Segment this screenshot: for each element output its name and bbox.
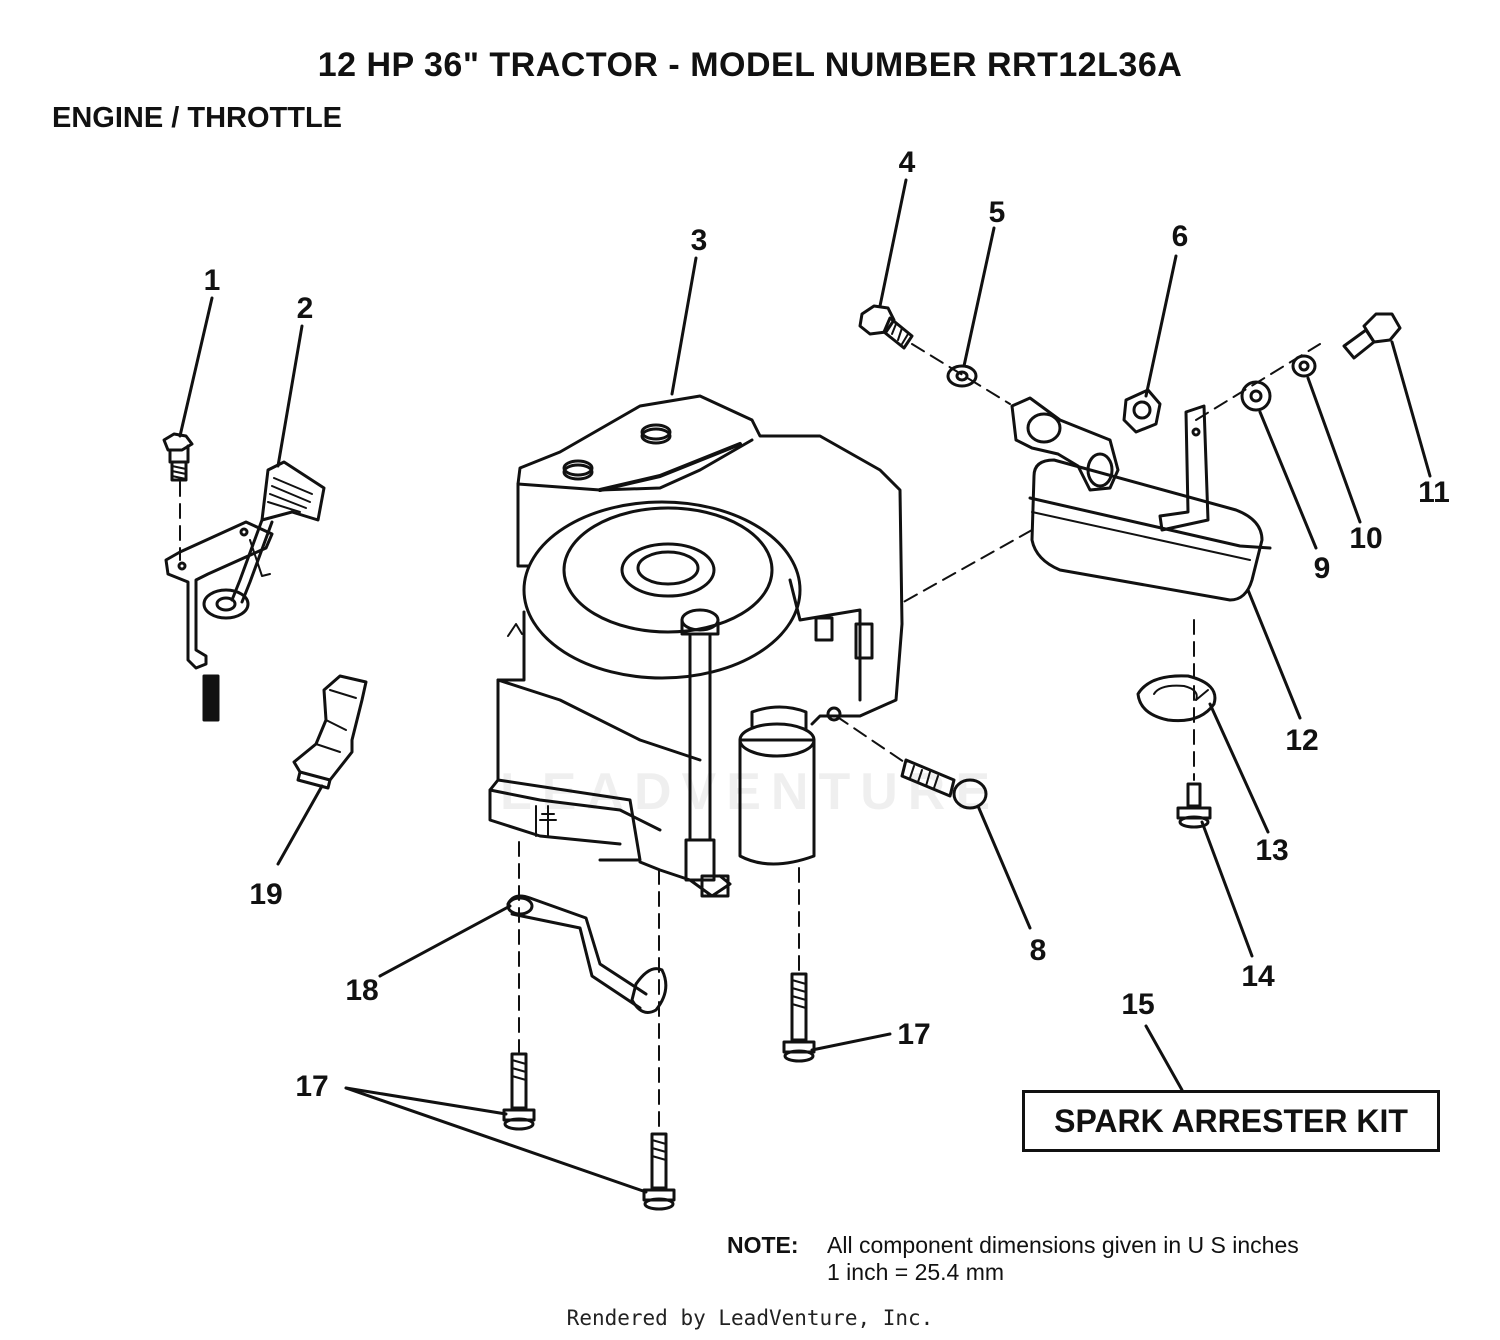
part-17-bolt-b (642, 1132, 676, 1211)
part-2-throttle-control (164, 460, 326, 670)
callout-17-right: 17 (897, 1018, 930, 1051)
part-17-dashes (518, 841, 800, 1133)
note-line-2: 1 inch = 25.4 mm (827, 1259, 1005, 1285)
part-18-drain-tube (506, 894, 668, 1014)
part-12-dash-left (899, 529, 1033, 605)
section-title: ENGINE / THROTTLE (52, 102, 342, 134)
callout-17-left: 17 (295, 1070, 328, 1103)
part-17-bolt-c (782, 972, 816, 1063)
callout-2: 2 (297, 292, 314, 325)
part-14-screw (1176, 782, 1212, 829)
part-13-screen (1136, 674, 1217, 723)
callout-15: 15 (1121, 988, 1154, 1021)
callout-18: 18 (345, 974, 378, 1007)
part-19-clip (292, 674, 368, 790)
part-3-dipstick (638, 608, 732, 898)
callout-11: 11 (1418, 476, 1450, 509)
part-10-lockwasher (1291, 354, 1317, 378)
part-3-engine (488, 394, 904, 862)
callout-14: 14 (1241, 960, 1275, 993)
part-2-stud (202, 674, 220, 722)
part-11-bolt (1342, 312, 1402, 360)
footer-credit: Rendered by LeadVenture, Inc. (566, 1306, 934, 1330)
part-12-muffler (1028, 404, 1272, 602)
part-3-oil-filter (738, 705, 816, 866)
part-6-exhaust-elbow (1010, 396, 1120, 492)
callout-8: 8 (1030, 934, 1047, 967)
part-8-bolt (900, 758, 988, 810)
part-8-dash (835, 715, 905, 763)
callout-19: 19 (249, 878, 282, 911)
part-4-dash (911, 343, 1011, 405)
callout-numbers: 1 2 3 4 5 6 9 10 11 12 13 14 8 15 17 18 … (204, 146, 1450, 1103)
part-1-bolt (162, 432, 194, 482)
spark-arrester-kit-box: SPARK ARRESTER KIT (1022, 1090, 1440, 1152)
note-line-1: All component dimensions given in U S in… (827, 1232, 1299, 1258)
callout-10: 10 (1349, 522, 1382, 555)
callout-3: 3 (691, 224, 708, 257)
callout-5: 5 (989, 196, 1006, 229)
callout-1: 1 (204, 264, 221, 297)
part-9-washer (1240, 380, 1272, 412)
part-6-gasket (1122, 388, 1162, 434)
part-17-bolt-a (502, 1052, 536, 1131)
callout-6: 6 (1172, 220, 1189, 253)
diagram-title: 12 HP 36" TRACTOR - MODEL NUMBER RRT12L3… (317, 46, 1183, 84)
part-4-bolt (858, 304, 914, 350)
callout-13: 13 (1255, 834, 1288, 867)
callout-9: 9 (1314, 552, 1331, 585)
note-label: NOTE: (727, 1232, 799, 1258)
leader-lines (178, 178, 1432, 1194)
callout-4: 4 (899, 146, 916, 179)
callout-12: 12 (1285, 724, 1318, 757)
part-5-washer (946, 364, 978, 388)
